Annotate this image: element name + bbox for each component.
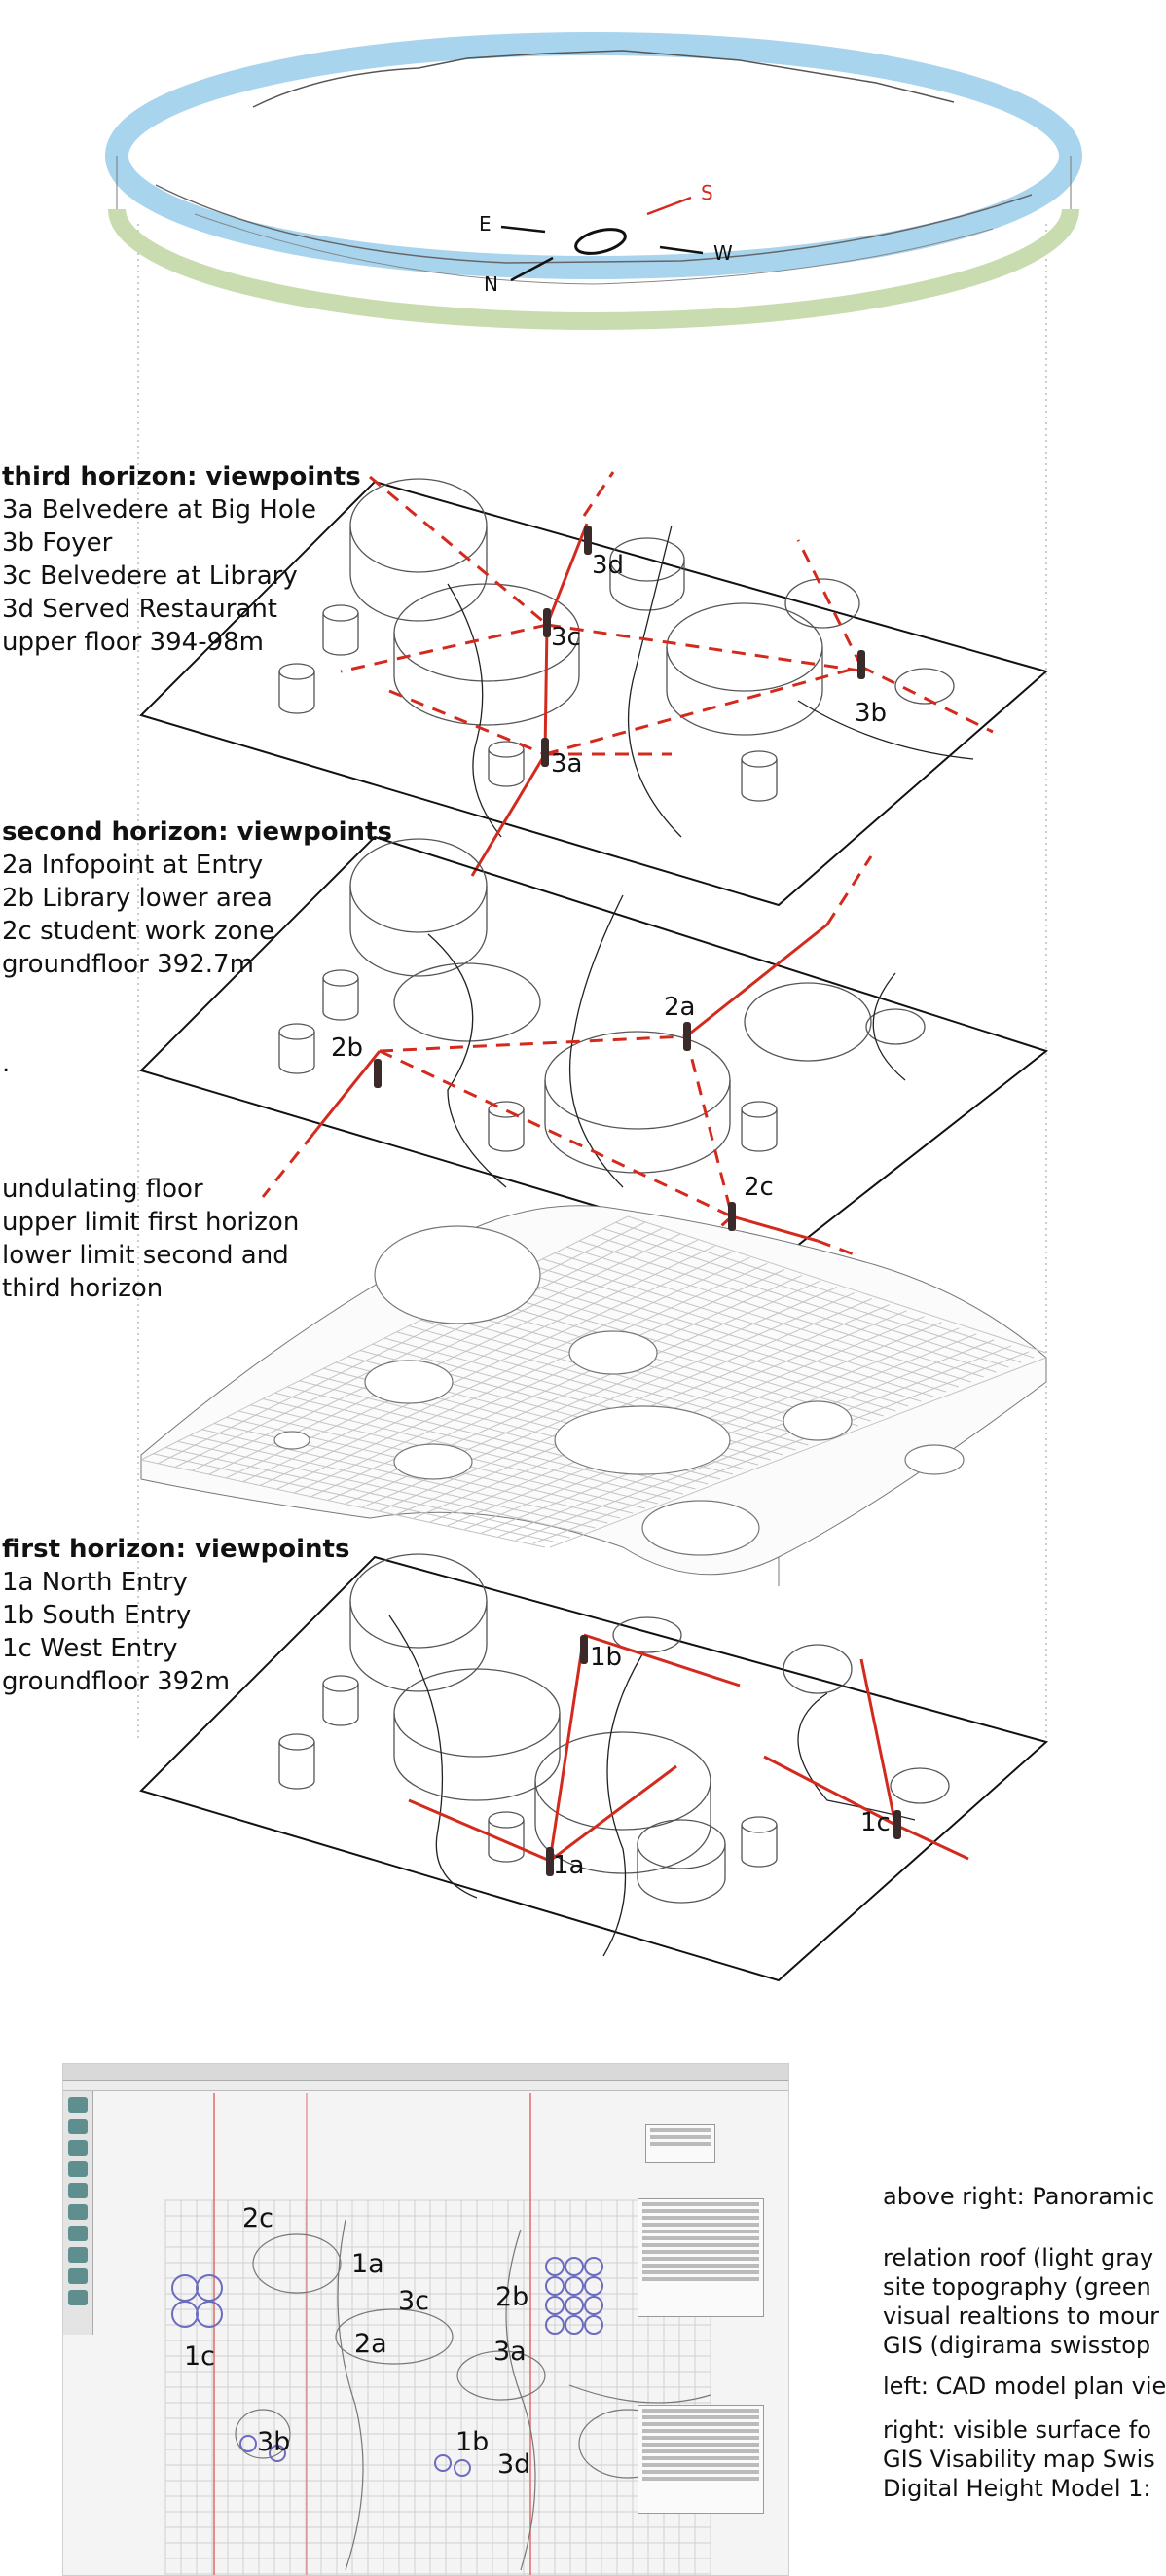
cad-model-screenshot: 2c 1a 3c 2b 1c 2a 3a 3b 1b 3d	[62, 2063, 789, 2576]
cad-tool-icon	[68, 2226, 88, 2241]
undulating-line: undulating floor	[2, 1175, 203, 1204]
second-horizon-heading: second horizon: viewpoints	[2, 817, 392, 847]
first-horizon-label: first horizon: viewpoints 1a North Entry…	[2, 1533, 349, 1698]
cad-tool-icon	[68, 2119, 88, 2134]
stray-dot: .	[2, 1049, 11, 1078]
third-horizon-heading: third horizon: viewpoints	[2, 462, 361, 491]
cad-label: 3c	[398, 2286, 430, 2316]
cad-label: 1c	[184, 2341, 216, 2372]
third-horizon-item: upper floor 394-98m	[2, 628, 265, 657]
cad-label: 2b	[495, 2282, 529, 2312]
third-horizon-item: 3d Served Restaurant	[2, 595, 277, 624]
marker-1c: 1c	[860, 1808, 891, 1837]
second-horizon-label: second horizon: viewpoints 2a Infopoint …	[2, 816, 392, 981]
marker-1a: 1a	[553, 1851, 585, 1880]
cad-properties-panel	[638, 2405, 764, 2514]
panoramic-cylinder	[105, 32, 1082, 330]
viewpoint-figures	[374, 526, 901, 1876]
third-horizon-label: third horizon: viewpoints 3a Belvedere a…	[2, 460, 361, 659]
marker-2c: 2c	[744, 1173, 774, 1202]
cad-plan-drawing	[164, 2093, 711, 2575]
first-horizon-item: 1a North Entry	[2, 1568, 188, 1597]
second-horizon-sightlines	[261, 855, 873, 1282]
second-horizon-item: 2a Infopoint at Entry	[2, 851, 264, 880]
caption-line: above right: Panoramic	[883, 2183, 1155, 2210]
cad-label: 1b	[455, 2427, 490, 2457]
cad-tool-palette	[63, 2091, 93, 2335]
cad-layers-panel	[638, 2198, 764, 2317]
second-horizon-plate	[139, 835, 1049, 1262]
cad-tool-icon	[68, 2140, 88, 2156]
cad-label: 1a	[351, 2249, 384, 2279]
marker-1b: 1b	[590, 1643, 623, 1672]
caption-line: relation roof (light gray	[883, 2244, 1154, 2271]
cad-tool-icon	[68, 2204, 88, 2220]
marker-3c: 3c	[551, 623, 581, 652]
caption-line: visual realtions to mour	[883, 2303, 1160, 2330]
first-horizon-item: groundfloor 392m	[2, 1667, 231, 1696]
cad-label: 2a	[354, 2329, 387, 2359]
undulating-line: upper limit first horizon	[2, 1208, 300, 1237]
compass-n: N	[484, 272, 498, 296]
marker-3b: 3b	[855, 699, 888, 728]
cad-zoom-panel	[645, 2124, 715, 2163]
cad-toolbar	[63, 2081, 788, 2091]
second-horizon-item: 2b Library lower area	[2, 884, 273, 913]
caption-line: right: visible surface fo	[883, 2416, 1151, 2444]
cad-tool-icon	[68, 2161, 88, 2177]
third-horizon-plate	[139, 478, 1049, 907]
caption-line: site topography (green	[883, 2273, 1151, 2301]
caption-line: GIS Visability map Swis	[883, 2446, 1155, 2473]
cad-tool-icon	[68, 2290, 88, 2305]
cad-tool-icon	[68, 2247, 88, 2263]
marker-2b: 2b	[331, 1034, 364, 1063]
first-horizon-sightlines	[408, 1633, 969, 1863]
first-horizon-item: 1b South Entry	[2, 1601, 192, 1630]
third-horizon-item: 3a Belvedere at Big Hole	[2, 495, 316, 525]
undulating-floor-label: undulating floor upper limit first horiz…	[2, 1173, 299, 1305]
cad-label: 2c	[242, 2203, 274, 2233]
caption-line: left: CAD model plan vie	[883, 2373, 1166, 2400]
cad-label: 3b	[257, 2427, 291, 2457]
cad-label: 3d	[497, 2449, 531, 2480]
cad-menubar	[63, 2064, 788, 2081]
first-horizon-plate	[139, 1553, 1049, 1982]
caption-line: Digital Height Model 1:	[883, 2475, 1151, 2502]
cad-label: 3a	[493, 2337, 527, 2367]
compass-w: W	[713, 241, 733, 265]
compass-s: S	[701, 181, 713, 204]
undulating-line: lower limit second and	[2, 1241, 289, 1270]
marker-2a: 2a	[664, 993, 696, 1022]
marker-3a: 3a	[551, 749, 583, 779]
first-horizon-heading: first horizon: viewpoints	[2, 1535, 350, 1564]
cad-tool-icon	[68, 2268, 88, 2284]
cad-tool-icon	[68, 2183, 88, 2198]
cad-tool-icon	[68, 2097, 88, 2113]
caption-line: GIS (digirama swisstop	[883, 2332, 1151, 2359]
compass-e: E	[479, 212, 492, 236]
third-horizon-sightlines	[340, 471, 994, 877]
first-horizon-item: 1c West Entry	[2, 1634, 178, 1663]
marker-3d: 3d	[592, 551, 625, 580]
undulating-line: third horizon	[2, 1274, 164, 1303]
undulating-floor-holes	[273, 1225, 965, 1556]
third-horizon-item: 3b Foyer	[2, 528, 113, 558]
second-horizon-item: groundfloor 392.7m	[2, 950, 254, 979]
second-horizon-item: 2c student work zone	[2, 917, 274, 946]
third-horizon-item: 3c Belvedere at Library	[2, 562, 298, 591]
